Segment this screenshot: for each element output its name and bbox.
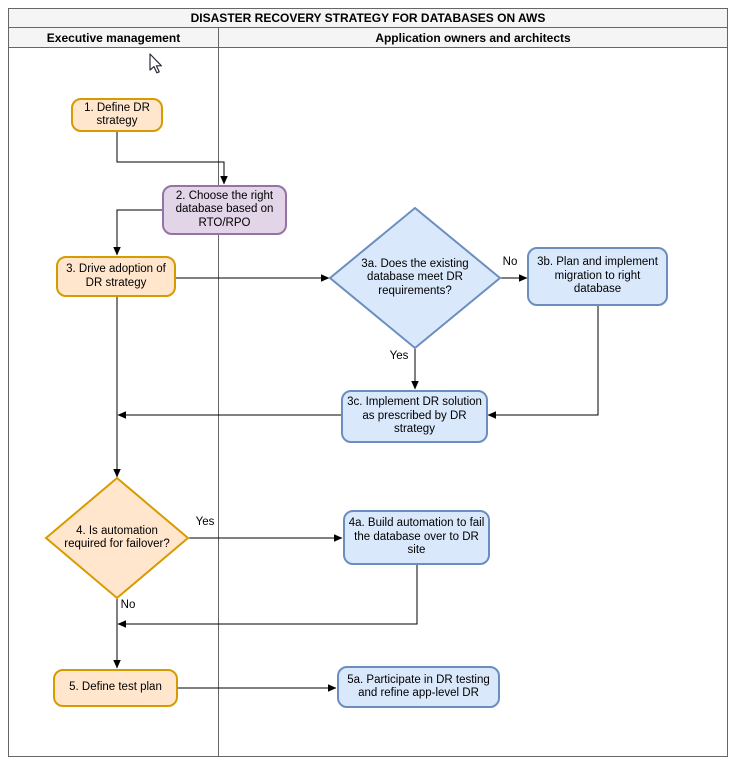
decision-diamond-shape xyxy=(44,476,190,600)
edge-label-yes-3a: Yes xyxy=(389,350,409,362)
node-3a-label: 3a. Does the existing database meet DR r… xyxy=(361,257,469,297)
node-2-choose-right-database[interactable]: 2. Choose the right database based on RT… xyxy=(162,185,287,235)
edge-label-no-3a: No xyxy=(502,256,518,268)
node-4a-build-automation[interactable]: 4a. Build automation to fail the databas… xyxy=(343,510,490,565)
node-4-label: 4. Is automation required for failover? xyxy=(64,524,170,551)
diagram-title[interactable]: DISASTER RECOVERY STRATEGY FOR DATABASES… xyxy=(8,8,728,28)
edge-label-yes-4: Yes xyxy=(195,516,215,528)
node-3-drive-adoption[interactable]: 3. Drive adoption of DR strategy xyxy=(56,256,176,297)
lane-header-row: Executive management Application owners … xyxy=(8,27,728,48)
node-1-define-dr-strategy[interactable]: 1. Define DR strategy xyxy=(71,98,163,132)
lane-header-executive-management[interactable]: Executive management xyxy=(9,28,219,47)
node-3b-plan-migration[interactable]: 3b. Plan and implement migration to righ… xyxy=(527,247,668,306)
mouse-cursor-icon xyxy=(149,53,162,74)
node-5-define-test-plan[interactable]: 5. Define test plan xyxy=(53,669,178,707)
node-5a-participate-dr-testing[interactable]: 5a. Participate in DR testing and refine… xyxy=(337,666,500,708)
edge-label-no-4: No xyxy=(120,599,136,611)
lane-header-application-owners[interactable]: Application owners and architects xyxy=(375,30,571,45)
node-3c-implement-dr-solution[interactable]: 3c. Implement DR solution as prescribed … xyxy=(341,390,488,443)
node-3a-decision-existing-database[interactable]: 3a. Does the existing database meet DR r… xyxy=(328,206,502,350)
decision-diamond-shape xyxy=(328,206,502,350)
node-4-decision-automation[interactable]: 4. Is automation required for failover? xyxy=(44,476,190,600)
lane-divider xyxy=(218,47,219,757)
